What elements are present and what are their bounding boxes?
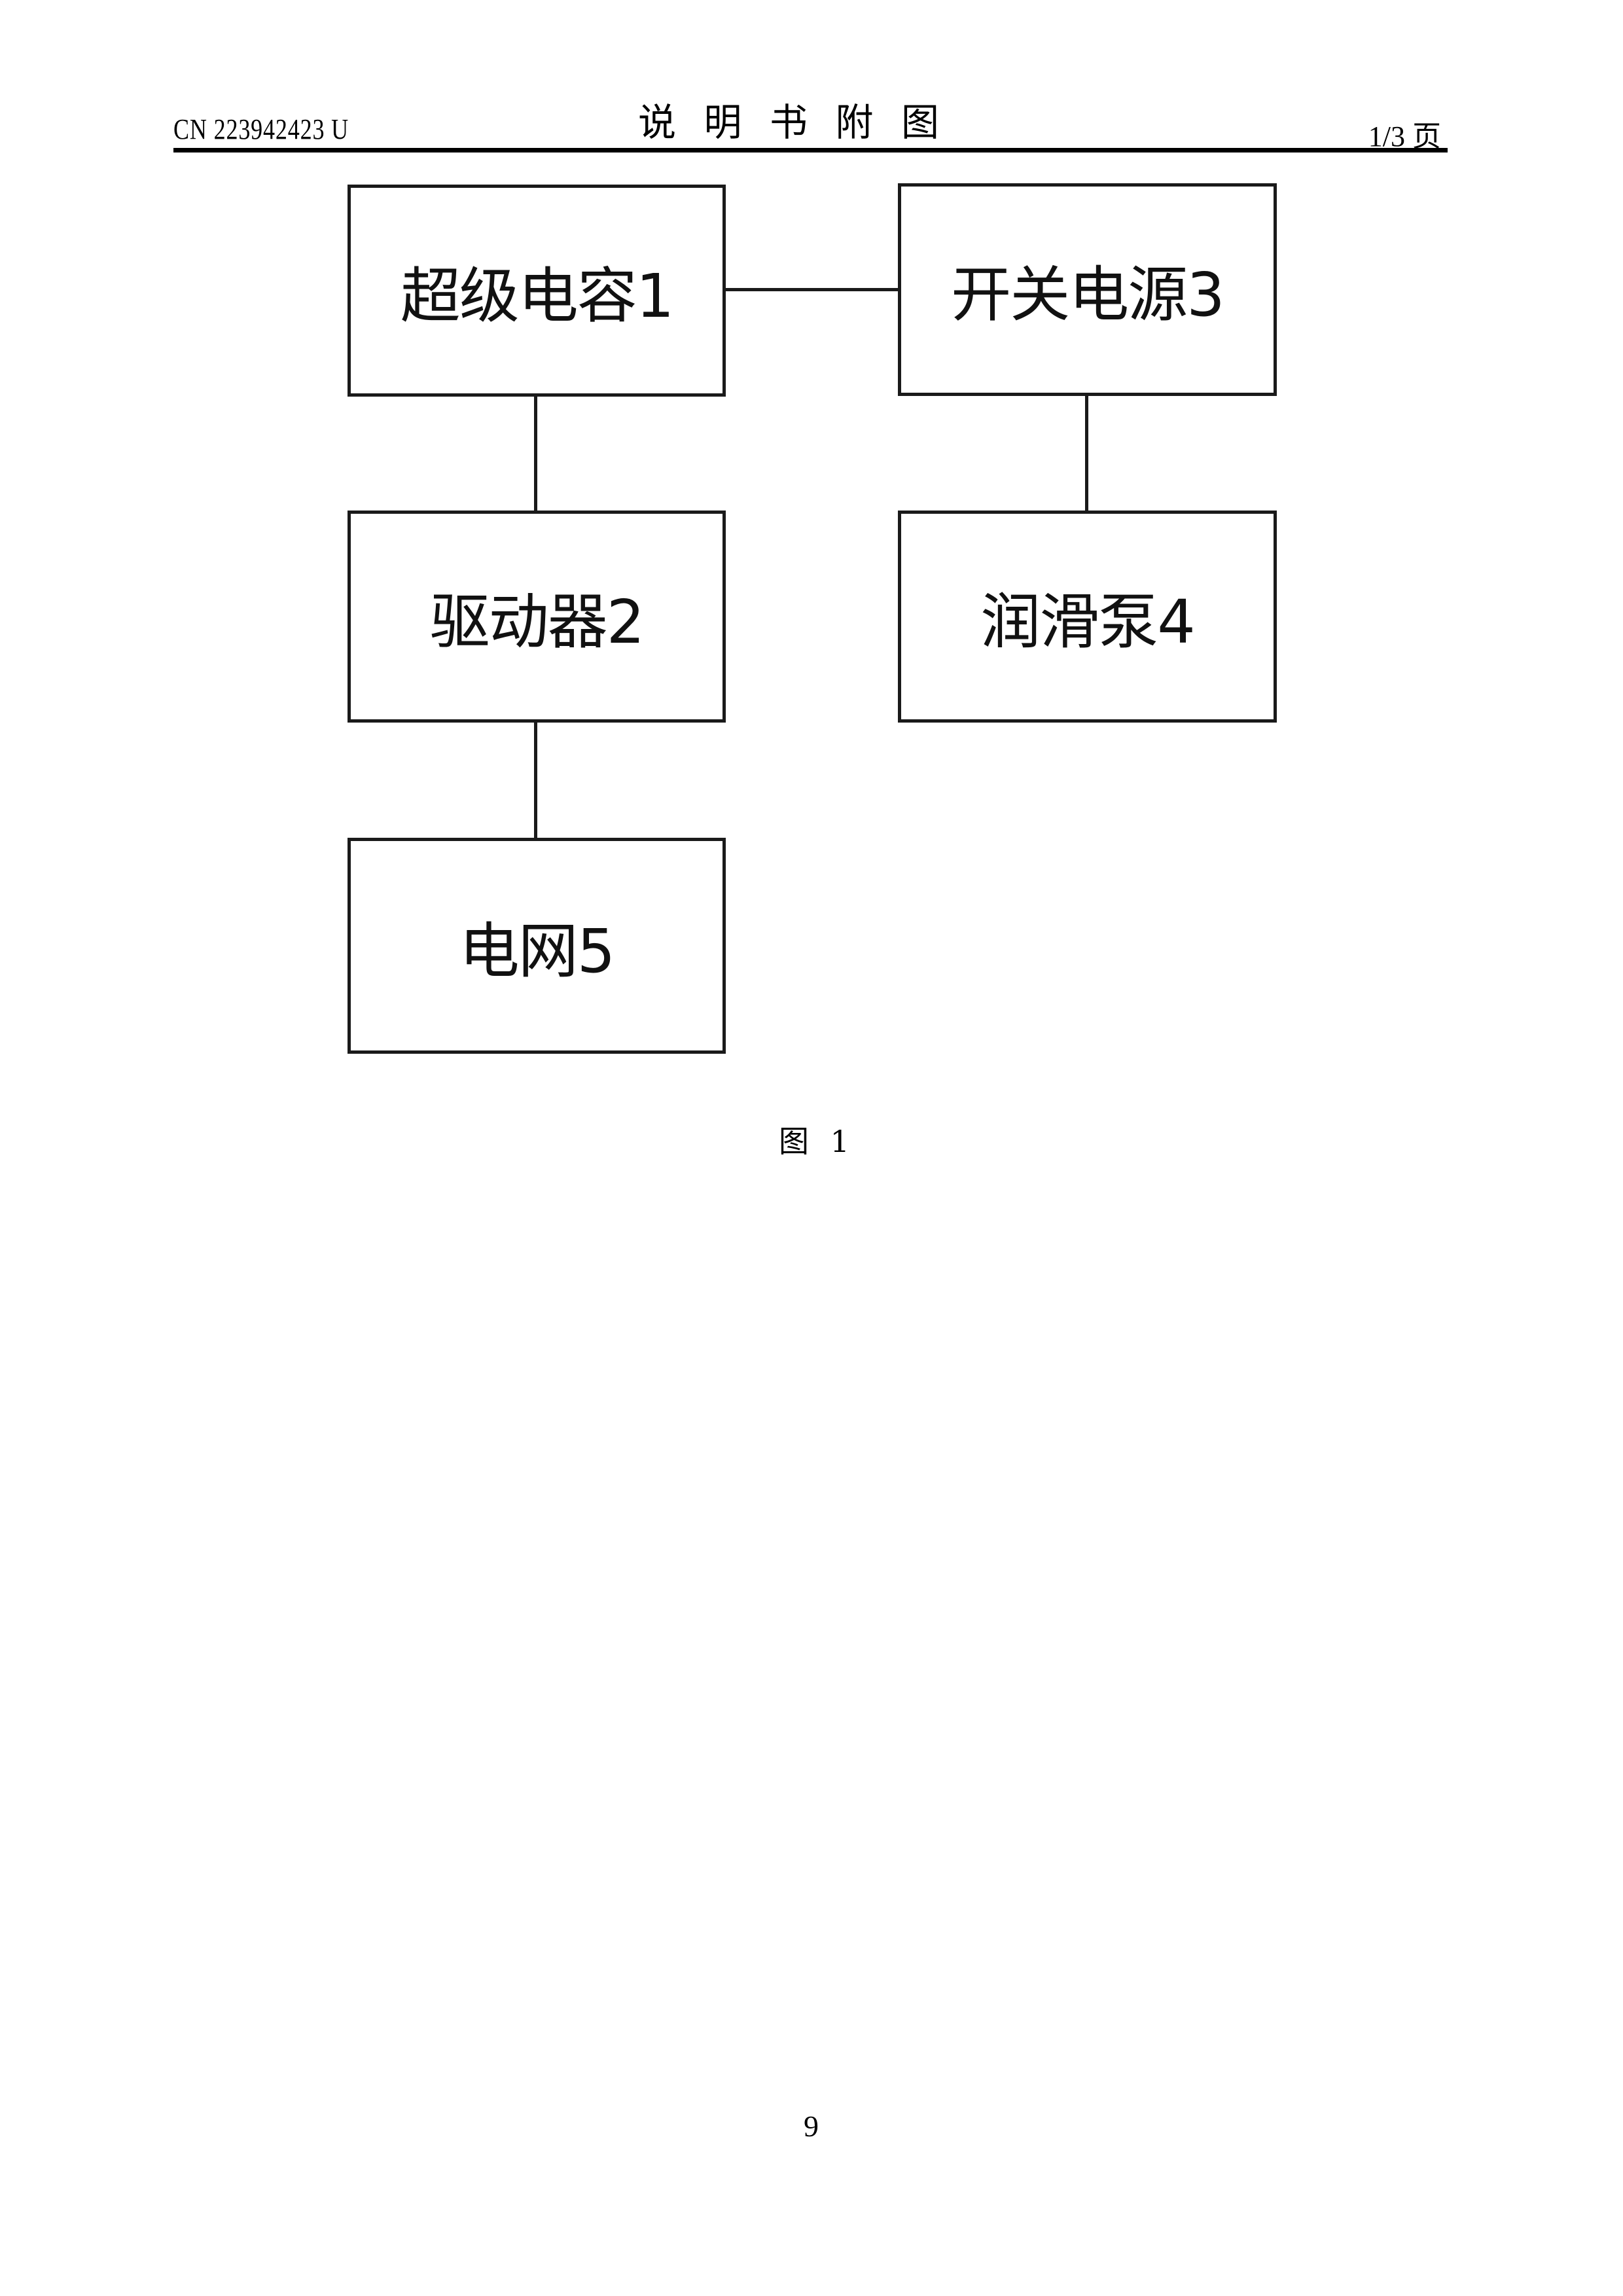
- page-title: 说 明 书 附 图: [638, 92, 939, 147]
- box-driver: 驱动器2: [348, 511, 726, 723]
- connector-1-2: [534, 395, 537, 512]
- title-char: 图: [901, 100, 939, 145]
- box-label: 超级电容1: [400, 260, 675, 331]
- page-indicator: 1/3 页: [1368, 120, 1441, 152]
- box-label: 润滑泵4: [980, 586, 1196, 657]
- title-char: 明: [704, 100, 742, 145]
- box-power-grid: 电网5: [348, 838, 726, 1054]
- box-supercapacitor: 超级电容1: [348, 185, 726, 397]
- box-switching-power-supply: 开关电源3: [898, 183, 1277, 396]
- header-rule: [173, 148, 1448, 152]
- box-lubrication-pump: 润滑泵4: [898, 511, 1277, 723]
- title-char: 说: [638, 100, 677, 145]
- box-label: 开关电源3: [951, 260, 1225, 330]
- connector-3-4: [1085, 395, 1088, 512]
- box-label: 电网5: [459, 916, 616, 986]
- box-label: 驱动器2: [429, 586, 645, 657]
- figure-caption: 图 1: [779, 1124, 849, 1159]
- page-number: 9: [804, 2109, 819, 2143]
- title-char: 书: [769, 100, 808, 145]
- document-number: CN 223942423 U: [173, 113, 349, 145]
- connector-1-3: [723, 288, 900, 291]
- connector-2-5: [534, 721, 537, 839]
- title-char: 附: [835, 100, 874, 145]
